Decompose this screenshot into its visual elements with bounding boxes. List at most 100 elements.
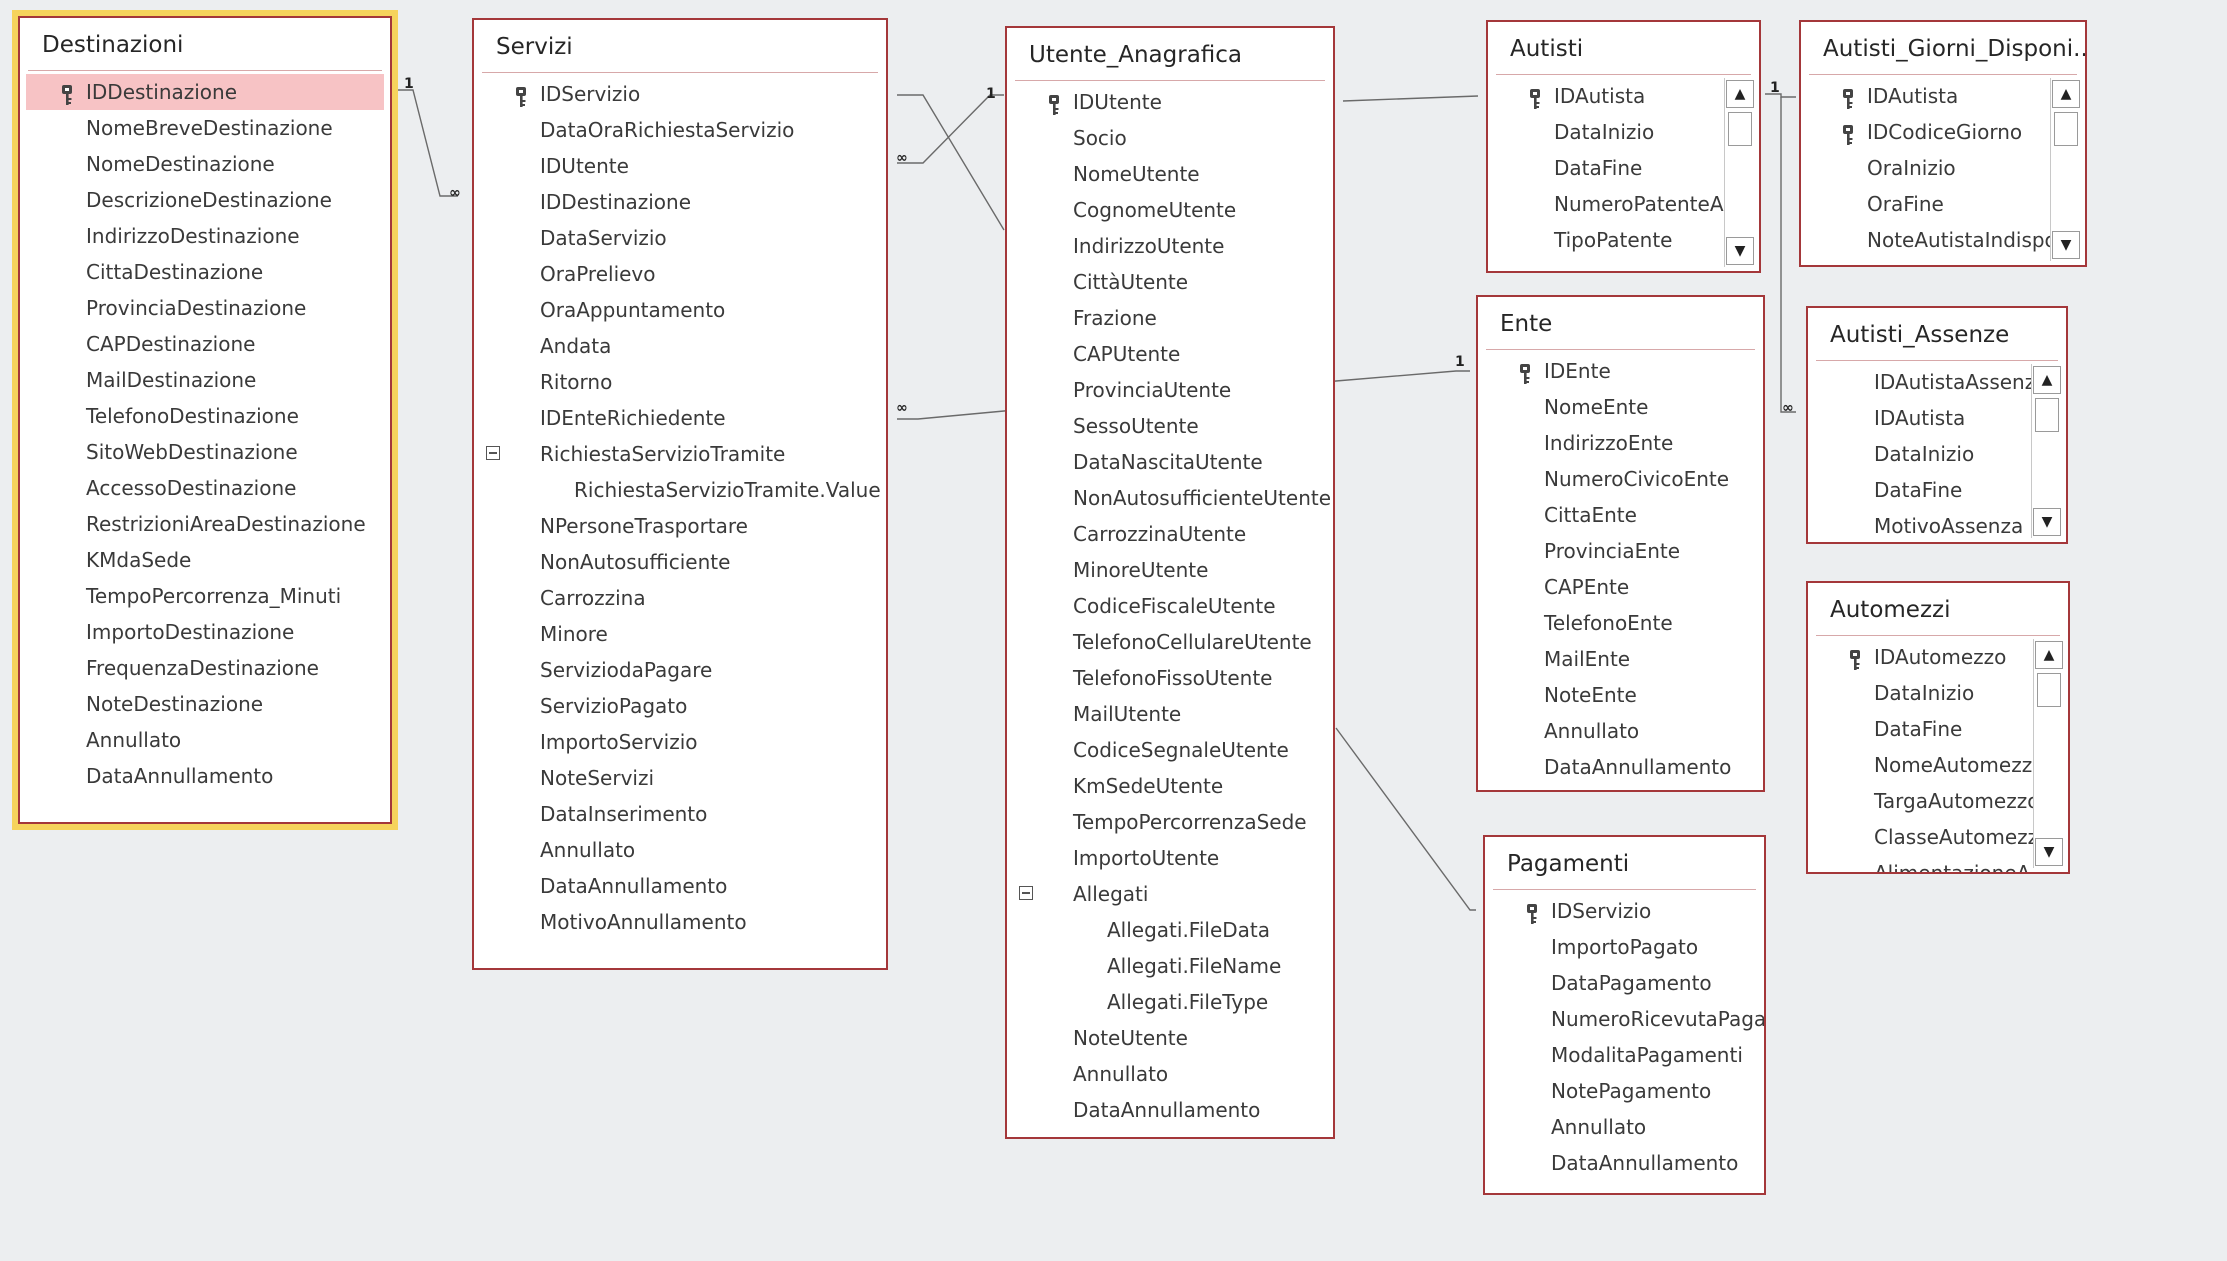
table-title[interactable]: Servizi <box>496 34 573 60</box>
field-codicesegnaleutente[interactable]: CodiceSegnaleUtente <box>1007 732 1333 768</box>
field-nomeente[interactable]: NomeEnte <box>1478 389 1763 425</box>
field-numerocivicoente[interactable]: NumeroCivicoEnte <box>1478 461 1763 497</box>
field-frazione[interactable]: Frazione <box>1007 300 1333 336</box>
scroll-up-arrow-icon[interactable]: ▲ <box>2035 641 2063 669</box>
field-motivoassenza[interactable]: MotivoAssenza <box>1808 508 2066 542</box>
field-datafine[interactable]: DataFine <box>1808 711 2068 747</box>
field-telefonocellulareutente[interactable]: TelefonoCellulareUtente <box>1007 624 1333 660</box>
field-idservizio[interactable]: IDServizio <box>474 76 886 112</box>
field-caputente[interactable]: CAPUtente <box>1007 336 1333 372</box>
field-dataannullamento[interactable]: DataAnnullamento <box>1485 1145 1764 1181</box>
field-tempopercorrenzasede[interactable]: TempoPercorrenzaSede <box>1007 804 1333 840</box>
field-cittadestinazione[interactable]: CittaDestinazione <box>20 254 390 290</box>
field-nomeutente[interactable]: NomeUtente <box>1007 156 1333 192</box>
field-allegati[interactable]: Allegati <box>1007 876 1333 912</box>
field-allegati-filedata[interactable]: Allegati.FileData <box>1007 912 1333 948</box>
rel-destinazioni-servizi-line[interactable] <box>395 89 458 197</box>
field-descrizionedestinazione[interactable]: DescrizioneDestinazione <box>20 182 390 218</box>
table-title[interactable]: Utente_Anagrafica <box>1029 42 1243 68</box>
field-idautista[interactable]: IDAutista <box>1488 78 1759 114</box>
field-importodestinazione[interactable]: ImportoDestinazione <box>20 614 390 650</box>
field-noteutente[interactable]: NoteUtente <box>1007 1020 1333 1056</box>
scroll-thumb[interactable] <box>2054 112 2078 146</box>
table-title[interactable]: Autisti_Assenze <box>1830 322 2010 348</box>
field-andata[interactable]: Andata <box>474 328 886 364</box>
field-kmsedeutente[interactable]: KmSedeUtente <box>1007 768 1333 804</box>
field-richiestaserviziotramite[interactable]: RichiestaServizioTramite <box>474 436 886 472</box>
table-title[interactable]: Destinazioni <box>42 32 184 58</box>
vertical-scrollbar[interactable]: ▲▼ <box>2033 639 2064 868</box>
field-datainizio[interactable]: DataInizio <box>1488 114 1759 150</box>
rel-utente-pagamenti-line[interactable] <box>1335 727 1476 911</box>
field-telefonoente[interactable]: TelefonoEnte <box>1478 605 1763 641</box>
field-indirizzoutente[interactable]: IndirizzoUtente <box>1007 228 1333 264</box>
table-title[interactable]: Autisti_Giorni_Disponi... <box>1823 36 2087 62</box>
field-importoutente[interactable]: ImportoUtente <box>1007 840 1333 876</box>
field-annullato[interactable]: Annullato <box>20 722 390 758</box>
scroll-down-arrow-icon[interactable]: ▼ <box>2033 508 2061 536</box>
scroll-thumb[interactable] <box>1728 112 1752 146</box>
rel-autisti-assenze-line[interactable] <box>1780 97 1796 413</box>
field-dataannullamento[interactable]: DataAnnullamento <box>474 868 886 904</box>
field-serviziopagato[interactable]: ServizioPagato <box>474 688 886 724</box>
field-mailutente[interactable]: MailUtente <box>1007 696 1333 732</box>
field-idente[interactable]: IDEnte <box>1478 353 1763 389</box>
field-minoreutente[interactable]: MinoreUtente <box>1007 552 1333 588</box>
field-idautomezzo[interactable]: IDAutomezzo <box>1808 639 2068 675</box>
field-sessoutente[interactable]: SessoUtente <box>1007 408 1333 444</box>
field-telefonodestinazione[interactable]: TelefonoDestinazione <box>20 398 390 434</box>
field-classeautomezzo[interactable]: ClasseAutomezzo <box>1808 819 2068 855</box>
field-frequenzadestinazione[interactable]: FrequenzaDestinazione <box>20 650 390 686</box>
table-title[interactable]: Autisti <box>1510 36 1584 62</box>
field-nonautosufficienteutente[interactable]: NonAutosufficienteUtente <box>1007 480 1333 516</box>
field-nomebrevedestinazione[interactable]: NomeBreveDestinazione <box>20 110 390 146</box>
field-numeropatenteau[interactable]: NumeroPatenteAu <box>1488 186 1759 222</box>
field-idutente[interactable]: IDUtente <box>474 148 886 184</box>
field-idautista[interactable]: IDAutista <box>1808 400 2066 436</box>
field-dataorarichiestaservizio[interactable]: DataOraRichiestaServizio <box>474 112 886 148</box>
field-dataservizio[interactable]: DataServizio <box>474 220 886 256</box>
field-orainizio[interactable]: OraInizio <box>1801 150 2085 186</box>
field-numeroricevutapagamento[interactable]: NumeroRicevutaPagamento <box>1485 1001 1764 1037</box>
vertical-scrollbar[interactable]: ▲▼ <box>2050 78 2081 261</box>
field-modalitapagamenti[interactable]: ModalitaPagamenti <box>1485 1037 1764 1073</box>
field-allegati-filetype[interactable]: Allegati.FileType <box>1007 984 1333 1020</box>
field-dataannullamento[interactable]: DataAnnullamento <box>20 758 390 794</box>
table-title[interactable]: Pagamenti <box>1507 851 1630 877</box>
field-idutente[interactable]: IDUtente <box>1007 84 1333 120</box>
vertical-scrollbar[interactable]: ▲▼ <box>2031 364 2062 538</box>
field-noteautistaindispo[interactable]: NoteAutistaIndispo <box>1801 222 2085 258</box>
field-carrozzina[interactable]: Carrozzina <box>474 580 886 616</box>
field-ritorno[interactable]: Ritorno <box>474 364 886 400</box>
field-idautistaassenze[interactable]: IDAutistaAssenze <box>1808 364 2066 400</box>
field-restrizioniareadestinazione[interactable]: RestrizioniAreaDestinazione <box>20 506 390 542</box>
field-cognomeutente[interactable]: CognomeUtente <box>1007 192 1333 228</box>
field-nomedestinazione[interactable]: NomeDestinazione <box>20 146 390 182</box>
field-datanascitautente[interactable]: DataNascitaUtente <box>1007 444 1333 480</box>
table-title[interactable]: Ente <box>1500 311 1553 337</box>
field-nonautosufficiente[interactable]: NonAutosufficiente <box>474 544 886 580</box>
field-citt-utente[interactable]: CittàUtente <box>1007 264 1333 300</box>
field-provinciadestinazione[interactable]: ProvinciaDestinazione <box>20 290 390 326</box>
field-dataannullamento[interactable]: DataAnnullamento <box>1007 1092 1333 1128</box>
field-dataannullamento[interactable]: DataAnnullamento <box>1478 749 1763 785</box>
field-datainserimento[interactable]: DataInserimento <box>474 796 886 832</box>
field-iddestinazione[interactable]: IDDestinazione <box>26 74 384 110</box>
field-identerichiedente[interactable]: IDEnteRichiedente <box>474 400 886 436</box>
field-indirizzodestinazione[interactable]: IndirizzoDestinazione <box>20 218 390 254</box>
field-noteente[interactable]: NoteEnte <box>1478 677 1763 713</box>
